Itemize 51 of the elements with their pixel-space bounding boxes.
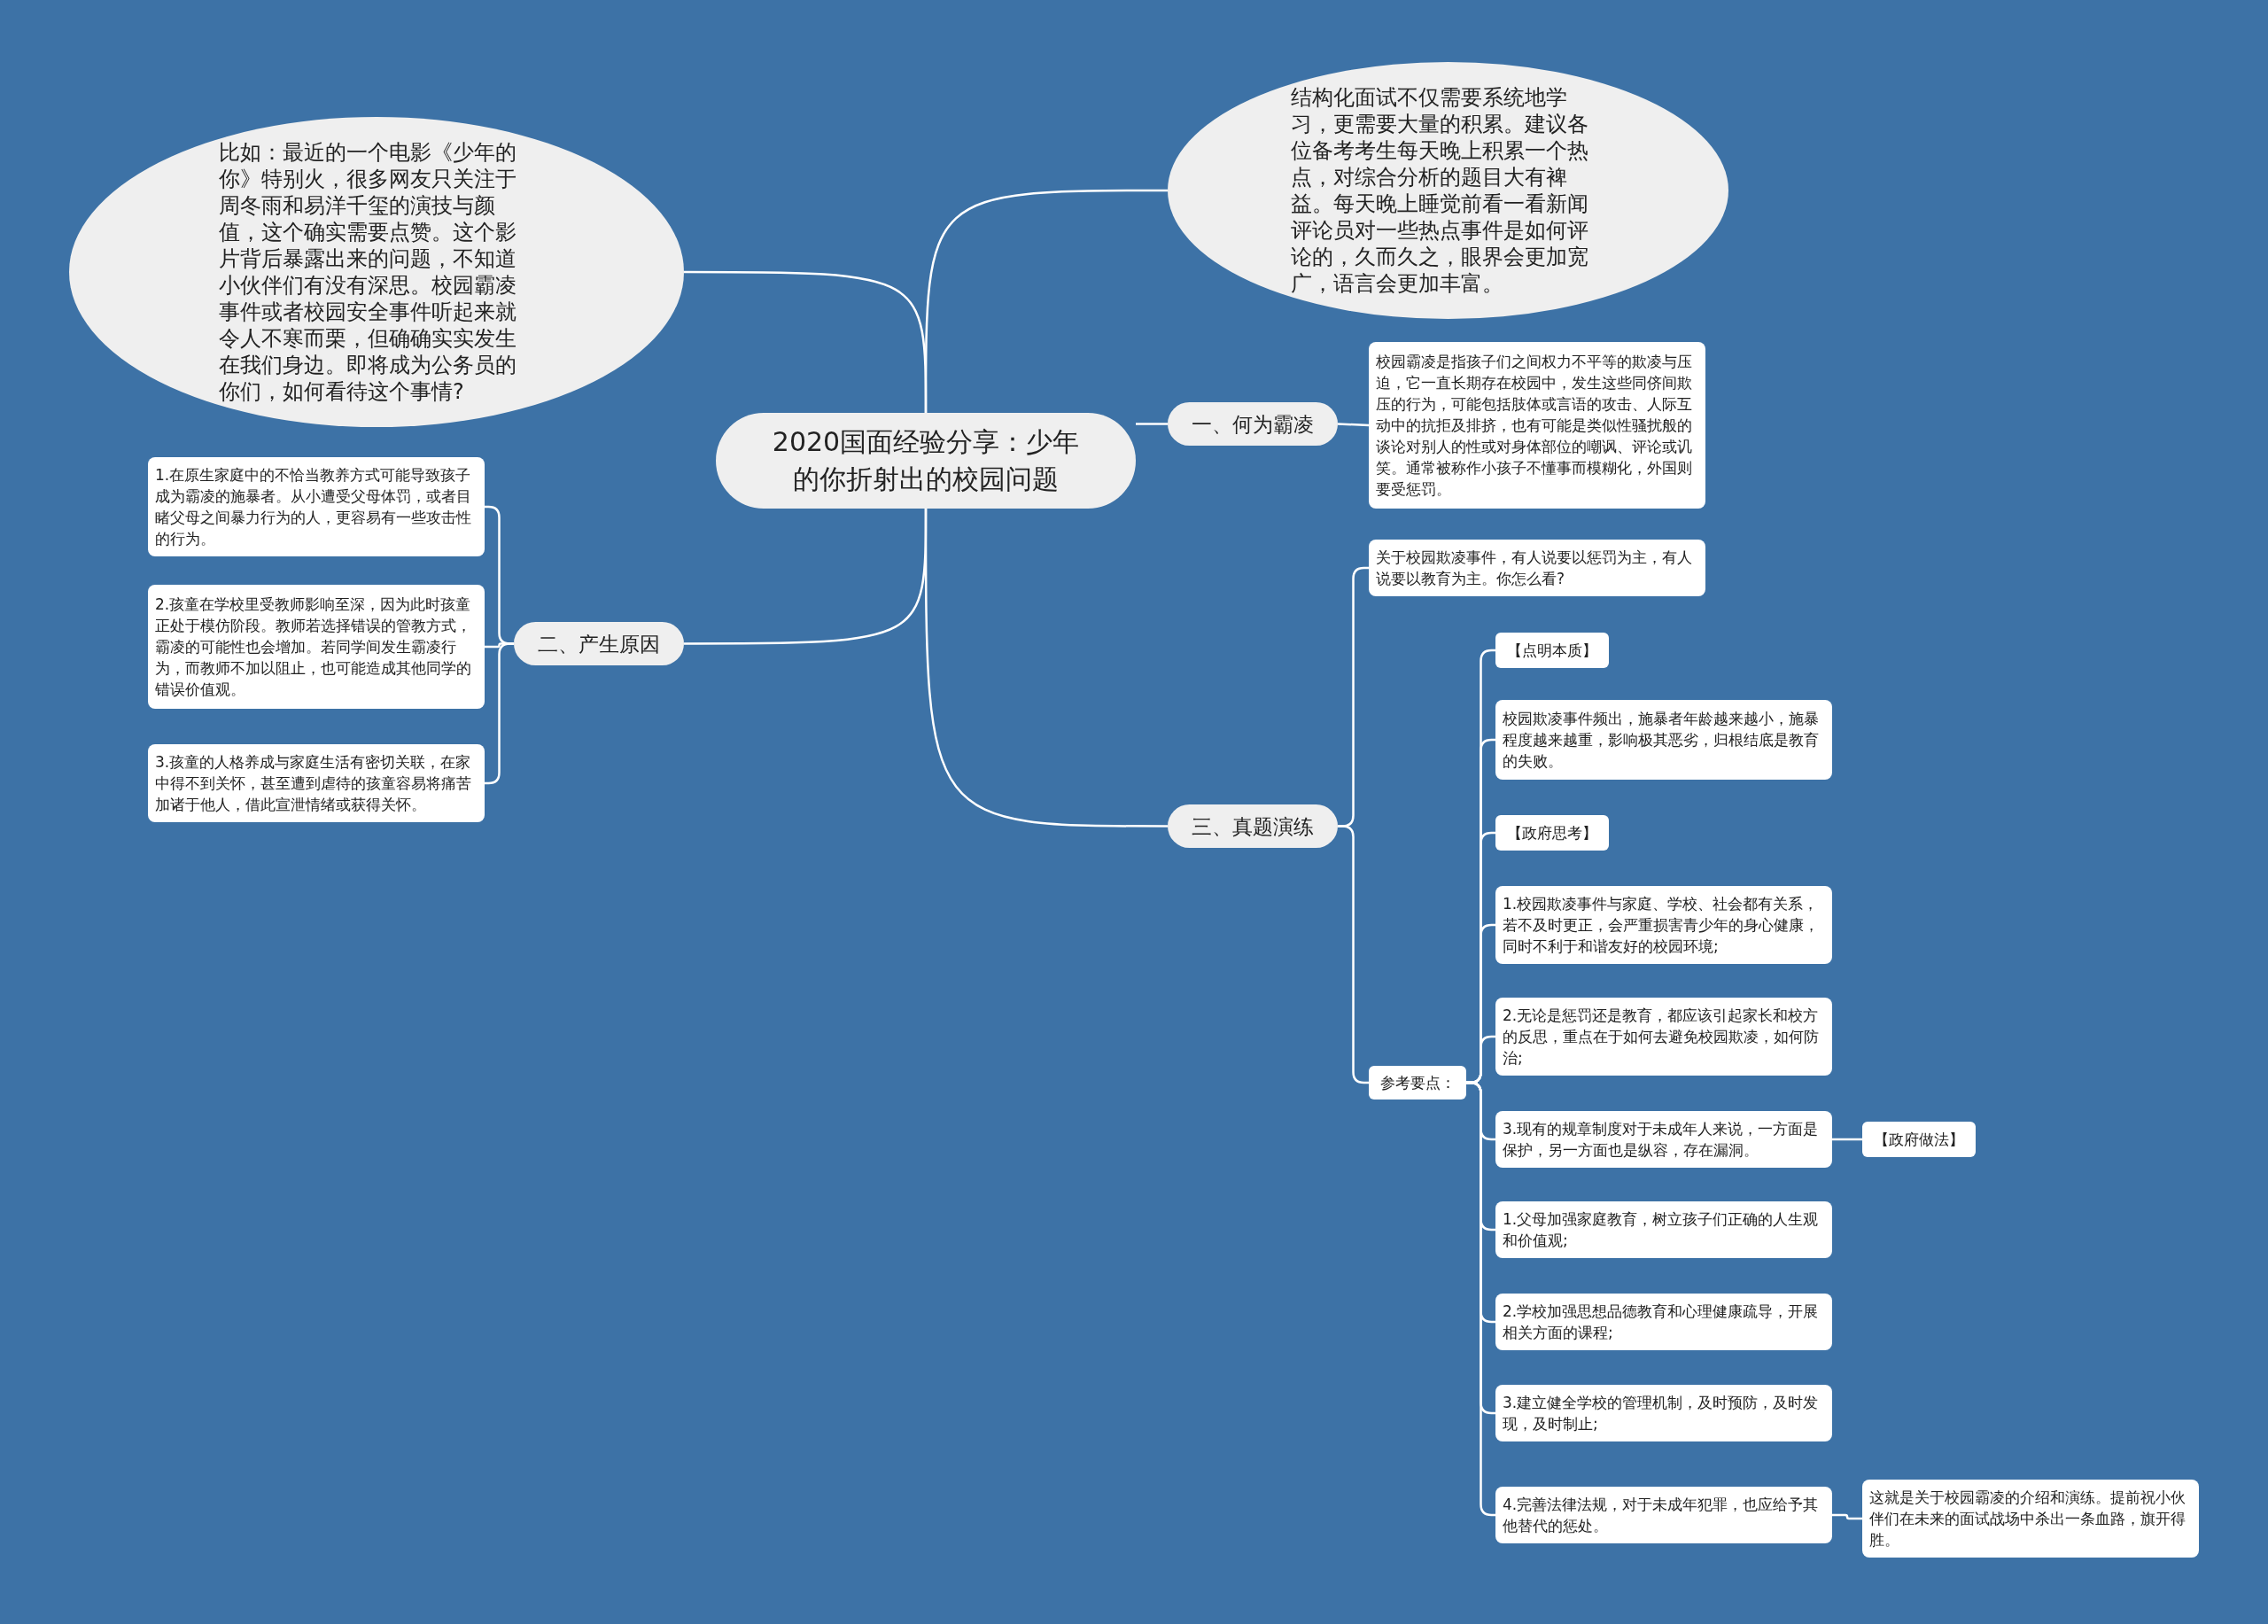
connector-line	[924, 509, 1168, 828]
node-text: 参考要点：	[1379, 1073, 1456, 1093]
text-card	[1862, 1480, 2199, 1558]
text-card	[148, 457, 485, 556]
node-text: 4.完善法律法规，对于未成年犯罪，也应给予其他替代的惩处。	[1503, 1495, 1820, 1536]
node-text: 1.父母加强家庭教育，树立孩子们正确的人生观和价值观;	[1503, 1209, 1820, 1251]
node-text: 【政府做法】	[1874, 1130, 1964, 1150]
label-card	[1495, 815, 1609, 851]
node-text: 【政府思考】	[1507, 823, 1597, 843]
node-text: 2020国面经验分享：少年的你折射出的校园问题	[771, 425, 1081, 496]
node-text: 1.校园欺凌事件与家庭、学校、社会都有关系，若不及时更正，会严重损害青少年的身心健康，同时不利于和谐友好的校园环境;	[1503, 894, 1820, 957]
text-card	[1495, 1111, 1832, 1168]
node-text: 2.学校加强思想品德教育和心理健康疏导，开展相关方面的课程;	[1503, 1302, 1820, 1343]
node-text: 比如：最近的一个电影《少年的你》特别火，很多网友只关注于周冬雨和易洋千玺的演技与颜值，这个确实需要点赞。这个影片背后暴露出来的问题，不知道小伙伴们有没有深思。校园霸凌事件或者校园安全事件听起来就令人不寒而栗，但确确实实发生在我们身边。即将成为公务员的你们，如何看待这个事情?	[219, 139, 517, 405]
text-card	[1369, 342, 1705, 509]
text-card	[1495, 700, 1832, 780]
branch-topic	[1168, 804, 1338, 848]
node-text: 校园霸凌是指孩子们之间权力不平等的欺凌与压迫，它一直长期存在校园中，发生这些同侪间欺压的行为，可能包括肢体或言语的攻击、人际互动中的抗拒及排挤，也有可能是类似性骚扰般的谈论对别人的性或对身体部位的嘲讽、评论或讥笑。通常被称作小孩子不懂事而模糊化，外国则要受惩罚。	[1376, 352, 1693, 500]
node-text: 【点明本质】	[1507, 641, 1597, 661]
node-text: 2.孩童在学校里受教师影响至深，因为此时孩童正处于模仿阶段。教师若选择错误的管教方式，霸凌的可能性也会增加。若同学间发生霸凌行为，而教师不加以阻止，也可能造成其他同学的错误价值观。	[155, 594, 472, 700]
branch-topic	[1168, 402, 1338, 446]
text-card	[1495, 1487, 1832, 1543]
node-text: 二、产生原因	[538, 631, 660, 657]
text-card	[148, 585, 485, 709]
label-card	[1862, 1122, 1976, 1157]
text-card	[148, 744, 485, 822]
connector-line	[1136, 423, 1168, 425]
connector-line	[924, 189, 1168, 413]
node-text: 1.在原生家庭中的不恰当教养方式可能导致孩子成为霸凌的施暴者。从小遭受父母体罚，或者目睹父母之间暴力行为的人，更容易有一些攻击性的行为。	[155, 465, 472, 549]
connector-line	[1832, 1138, 1862, 1141]
branch-topic	[514, 622, 684, 665]
text-card	[1369, 540, 1705, 596]
node-text: 这就是关于校园霸凌的介绍和演练。提前祝小伙伴们在未来的面试战场中杀出一条血路，旗开得胜。	[1869, 1488, 2186, 1550]
connector-line	[1832, 1513, 1862, 1520]
node-text: 2.无论是惩罚还是教育，都应该引起家长和校方的反思，重点在于如何去避免校园欺凌，如何防治;	[1503, 1006, 1820, 1068]
text-card	[1495, 998, 1832, 1076]
node-text: 3.孩童的人格养成与家庭生活有密切关联，在家中得不到关怀，甚至遭到虐待的孩童容易将痛苦加诸于他人，借此宣泄情绪或获得关怀。	[155, 752, 472, 815]
text-card	[1495, 1201, 1832, 1258]
node-text: 三、真题演练	[1192, 813, 1314, 840]
text-card	[1495, 1385, 1832, 1441]
node-text: 结构化面试不仅需要系统地学习，更需要大量的积累。建议各位备考考生每天晚上积累一个热点，对综合分析的题目大有裨益。每天晚上睡觉前看一看新闻评论员对一些热点事件是如何评论的，久而久之，眼界会更加宽广，语言会更加丰富。	[1290, 84, 1589, 297]
text-card	[1495, 886, 1832, 964]
label-card	[1495, 633, 1609, 668]
node-text: 一、何为霸凌	[1192, 411, 1314, 438]
node-text: 3.建立健全学校的管理机制，及时预防，及时发现，及时制止;	[1503, 1393, 1820, 1434]
text-card	[1495, 1294, 1832, 1350]
node-text: 关于校园欺凌事件，有人说要以惩罚为主，有人说要以教育为主。你怎么看?	[1376, 548, 1693, 589]
node-text: 3.现有的规章制度对于未成年人来说，一方面是保护，另一方面也是纵容，存在漏洞。	[1503, 1119, 1820, 1161]
label-card	[1369, 1066, 1466, 1100]
node-text: 校园欺凌事件频出，施暴者年龄越来越小，施暴程度越来越重，影响极其恶劣，归根结底是教育的失败。	[1503, 709, 1820, 772]
connector-line	[1337, 423, 1370, 427]
